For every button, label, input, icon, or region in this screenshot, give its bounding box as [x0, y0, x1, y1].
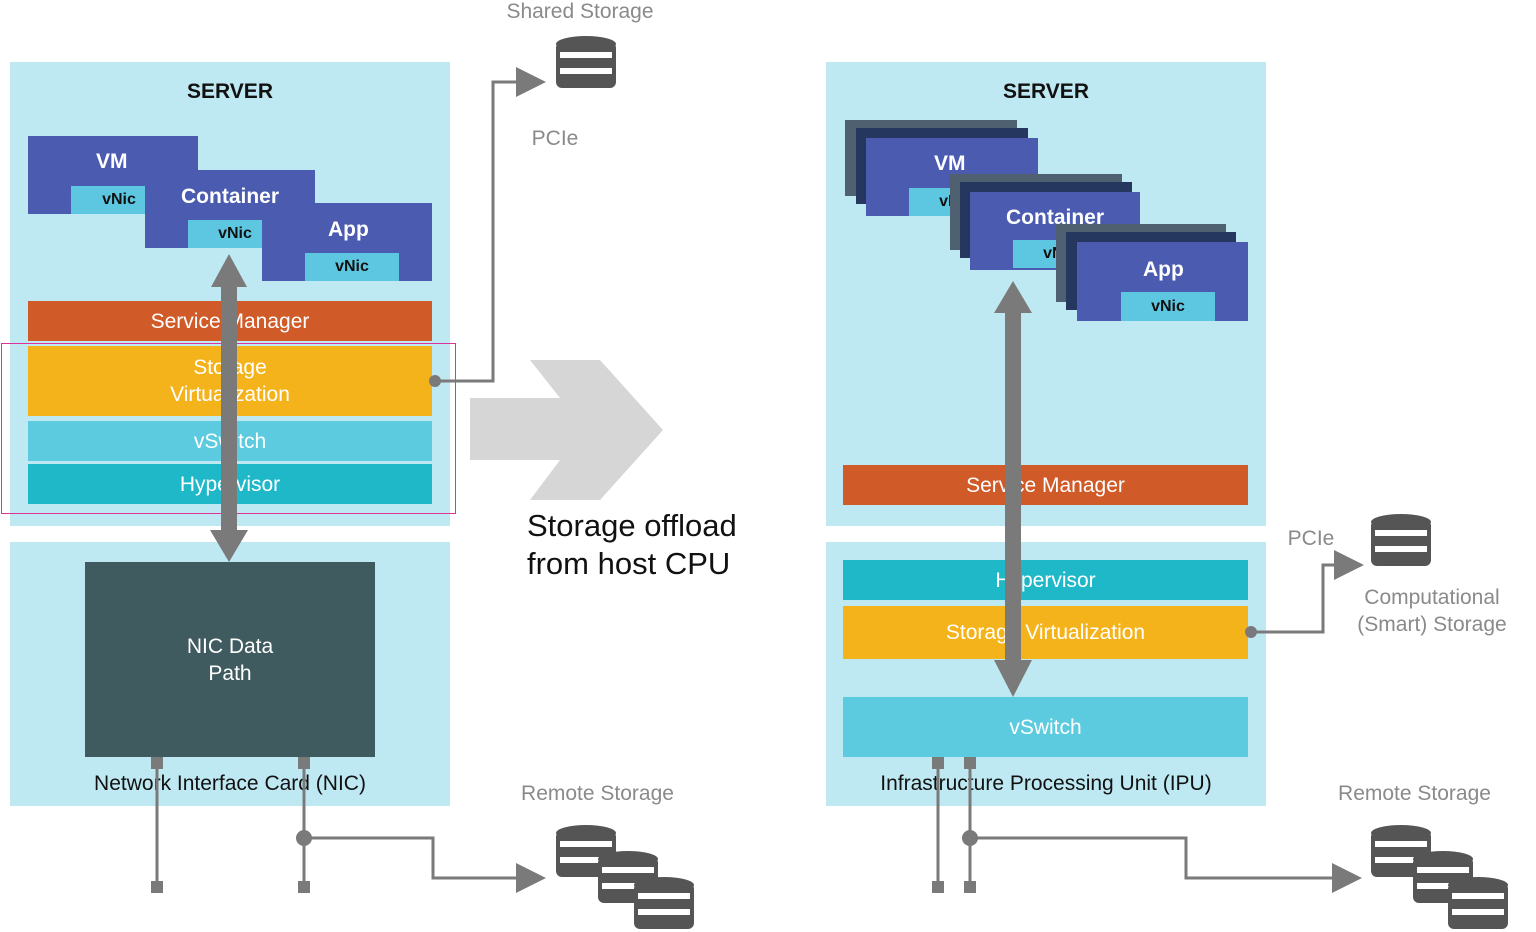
left-remote-line [304, 836, 546, 893]
right-app-box: App vNic [1077, 242, 1248, 321]
right-pcie-line [1251, 550, 1364, 634]
remote-storage-right-icon-3 [1448, 877, 1508, 929]
nic-port-1 [151, 757, 163, 769]
left-pcie-line [435, 67, 546, 383]
right-vm-label: VM [934, 152, 966, 175]
right-ipu-title: Infrastructure Processing Unit (IPU) [880, 772, 1212, 795]
right-arrow-shaft [1005, 310, 1021, 660]
right-vswitch: vSwitch [843, 697, 1248, 757]
shared-storage-icon [556, 36, 616, 88]
remote-storage-right-label: Remote Storage [1338, 782, 1491, 805]
left-nic-data-path: NIC Data Path [85, 562, 375, 757]
right-app-vnic: vNic [1121, 292, 1215, 321]
shared-storage-label: Shared Storage [506, 0, 654, 23]
remote-storage-left-label: Remote Storage [521, 782, 674, 805]
left-nic-title: Network Interface Card (NIC) [94, 772, 366, 795]
left-down-arrow-shaft [221, 500, 237, 532]
ipu-port-1 [932, 757, 944, 769]
computational-storage-icon [1371, 514, 1431, 566]
nic-line-1-end [151, 881, 163, 893]
left-container-label: Container [181, 185, 280, 208]
right-hypervisor: Hypervisor [843, 560, 1248, 600]
nic-line-2-end [298, 881, 310, 893]
right-up-arrow-head [994, 281, 1032, 313]
offload-arrow [470, 360, 663, 500]
right-down-arrow-head [994, 660, 1032, 697]
left-app-box: App vNic [262, 203, 432, 281]
offload-caption: Storage offload from host CPU [527, 508, 737, 581]
nic-port-2 [298, 757, 310, 769]
ipu-line-2-end [964, 881, 976, 893]
pcie-right-label: PCIe [1287, 527, 1335, 550]
left-server-title: SERVER [187, 80, 273, 103]
ipu-line-1-end [932, 881, 944, 893]
left-vm-label: VM [96, 150, 128, 173]
left-app-label: App [328, 218, 369, 241]
left-app-vnic: vNic [305, 253, 399, 281]
right-app-label: App [1143, 258, 1184, 281]
right-container-label: Container [1006, 206, 1105, 229]
right-server-title: SERVER [1003, 80, 1089, 103]
right-remote-line [970, 836, 1362, 893]
right-storage-virtualization: Storage Virtualization [843, 606, 1248, 659]
left-up-arrow-shaft [221, 285, 237, 510]
remote-storage-left-icon-3 [634, 877, 694, 929]
left-up-arrow-head [211, 254, 247, 287]
ipu-port-2 [964, 757, 976, 769]
computational-storage-label: Computational (Smart) Storage [1357, 586, 1507, 636]
left-down-arrow-head [210, 530, 248, 562]
pcie-left-label: PCIe [531, 127, 579, 150]
